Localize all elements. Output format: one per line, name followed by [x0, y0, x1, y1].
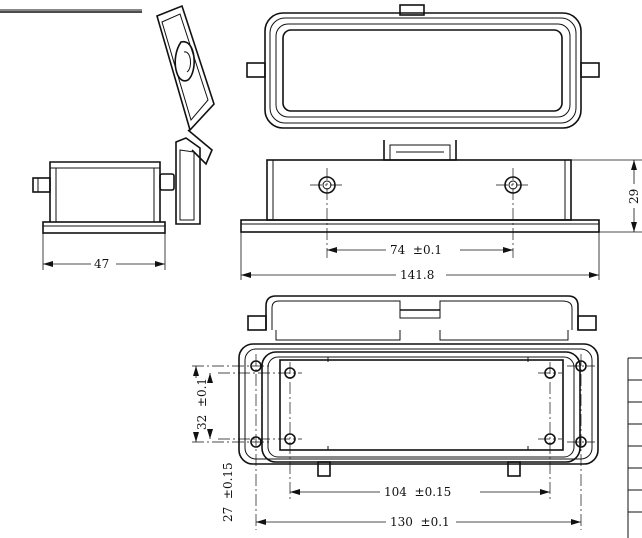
dim-outer-width: 130 ±0.1: [390, 515, 450, 529]
dim-inner-height: 32 ±0.1: [195, 378, 209, 430]
dim-outer-height: 27 ±0.15: [221, 462, 235, 522]
side-view: [32, 4, 215, 270]
plan-view: [192, 295, 599, 530]
dim-hole-spacing-top: 74 ±0.1: [390, 243, 442, 257]
front-view: [240, 4, 642, 280]
dim-height: 29: [627, 189, 641, 204]
dim-overall-length: 141.8: [400, 268, 434, 282]
dim-inner-width: 104 ±0.15: [384, 485, 451, 499]
title-frame-fragment: [0, 9, 142, 13]
dim-side-depth: 47: [94, 257, 109, 271]
table-fragment: [627, 357, 642, 538]
